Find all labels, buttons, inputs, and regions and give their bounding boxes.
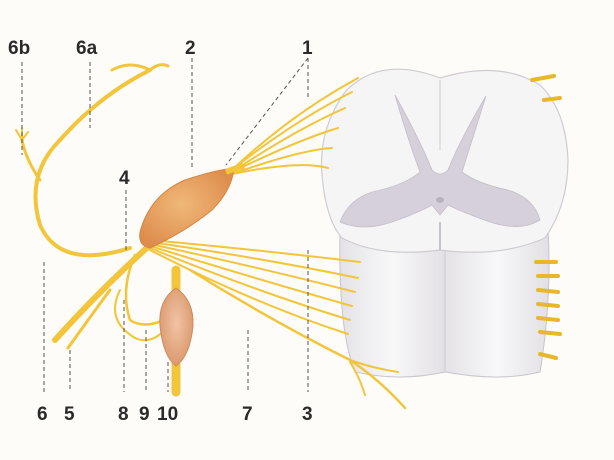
dorsal-ramus-medial-tip [22,140,40,180]
ramus-communicans-gray [115,290,165,340]
label-4: 4 [119,168,130,189]
central-canal [436,197,444,203]
spinal-cord [321,69,568,377]
label-6b: 6b [8,38,30,59]
dorsal-ramus-branch-upper [150,65,168,70]
label-3: 3 [302,404,313,425]
label-2: 2 [185,38,196,59]
label-5: 5 [64,404,75,425]
label-6a: 6a [76,38,98,59]
label-9: 9 [139,404,150,425]
label-6: 6 [37,404,48,425]
sympathetic-ganglion [160,288,193,366]
dorsal-ramus [36,70,151,255]
label-1: 1 [302,38,313,59]
label-10: 10 [157,404,178,425]
ventral-ramus [55,245,150,340]
dorsal-ramus-branch-left [112,65,150,70]
label-8: 8 [118,404,129,425]
dorsal-root-ganglion [140,168,234,248]
label-7: 7 [242,404,253,425]
sympathetic-trunk [160,270,193,392]
